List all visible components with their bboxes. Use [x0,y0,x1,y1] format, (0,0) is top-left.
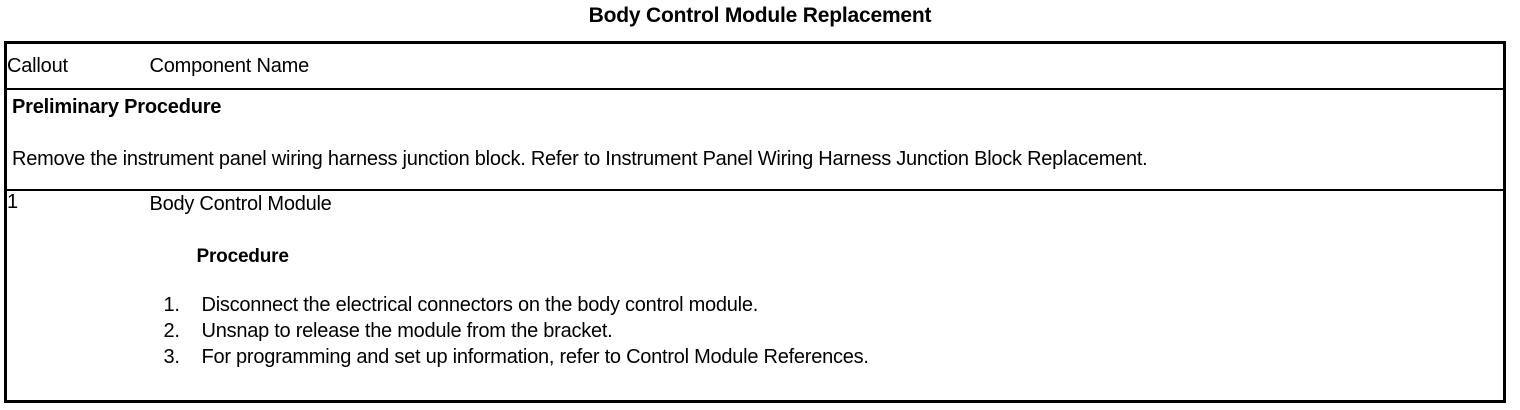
table-header-row: Callout Component Name [5,42,1505,90]
preliminary-procedure-heading: Preliminary Procedure [12,96,222,118]
preliminary-procedure-row: Preliminary Procedure Remove the instrum… [5,89,1505,191]
step-number: 2. [163,320,180,342]
component-name-label: Body Control Module [149,193,332,215]
preliminary-procedure-cell: Preliminary Procedure Remove the instrum… [5,89,1505,191]
step-text: Disconnect the electrical connectors on … [201,294,759,316]
list-item: 3. For programming and set up information… [150,344,1504,370]
preliminary-procedure-text: Remove the instrument panel wiring harne… [12,148,1148,170]
list-item: 2. Unsnap to release the module from the … [150,318,1504,344]
column-header-component-name: Component Name [149,42,1505,90]
column-header-callout: Callout [5,42,150,90]
step-text: For programming and set up information, … [201,346,869,368]
component-callout-table: Callout Component Name Preliminary Proce… [4,41,1506,403]
component-detail-cell: Body Control Module Procedure 1. Disconne… [150,190,1505,402]
step-text: Unsnap to release the module from the br… [201,320,613,342]
callout-number: 1 [7,191,18,213]
step-number: 1. [163,294,180,316]
step-number: 3. [163,346,180,368]
table-row: 1 Body Control Module Procedure 1. Discon… [6,190,1505,402]
procedure-step-list: 1. Disconnect the electrical connectors o… [150,292,1504,370]
procedure-heading: Procedure [196,246,289,267]
list-item: 1. Disconnect the electrical connectors o… [150,292,1504,318]
page-title: Body Control Module Replacement [588,4,932,27]
